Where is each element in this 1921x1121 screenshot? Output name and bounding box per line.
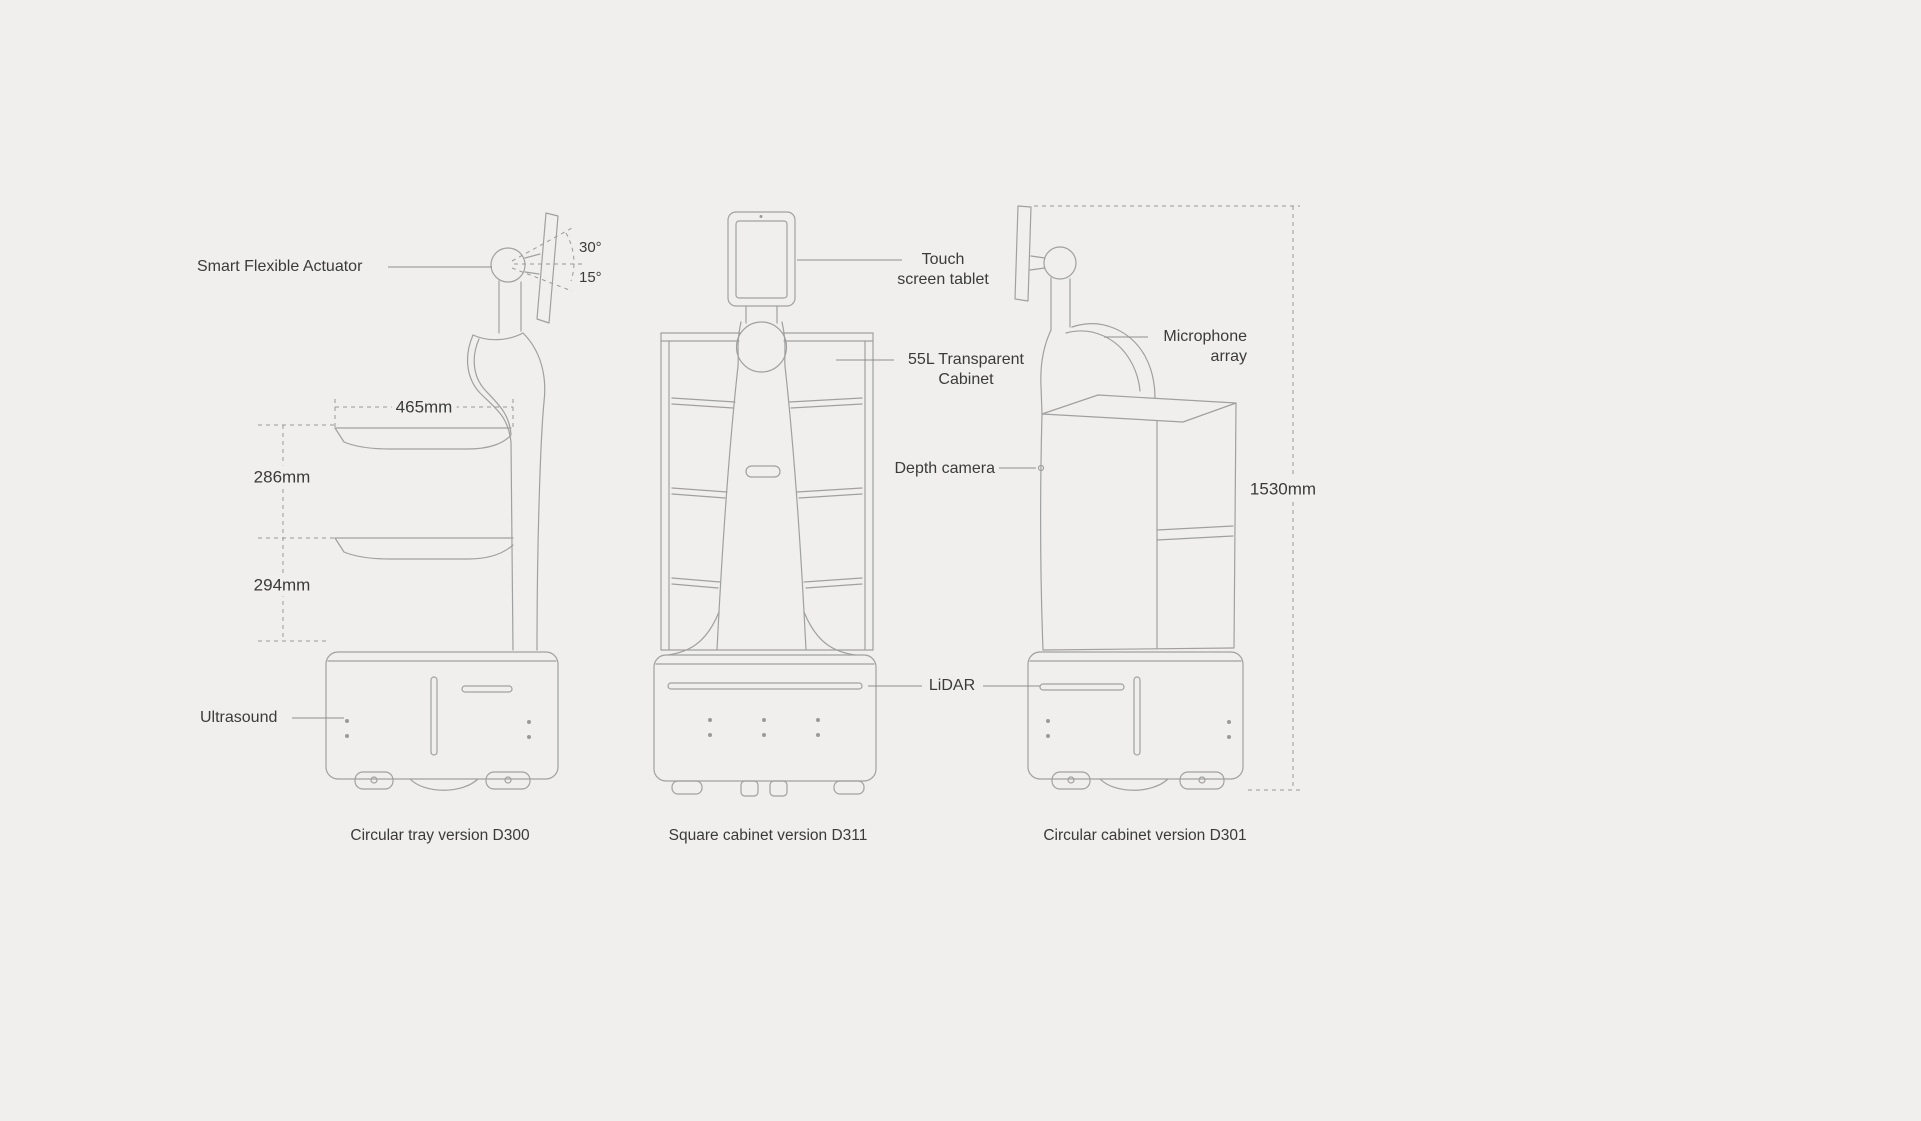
label-angle-30: 30° <box>579 239 602 256</box>
label-lidar: LiDAR <box>928 677 976 694</box>
label-transparent-cabinet: 55L Transparent Cabinet <box>908 351 1024 388</box>
d300-base <box>325 651 559 780</box>
d311-tablet <box>727 211 796 307</box>
d311-lidar-slot <box>667 682 863 690</box>
d311-base <box>653 654 877 782</box>
label-smart-flexible-actuator: Smart Flexible Actuator <box>197 258 363 275</box>
robot-d301-drawing <box>1014 205 1244 791</box>
label-angle-15: 15° <box>579 269 602 286</box>
d311-cabinet <box>660 332 874 342</box>
d300-ultrasound-sensors <box>345 719 349 723</box>
dimension-tray-width: 465mm <box>391 395 457 419</box>
dimension-upper-gap: 286mm <box>249 465 315 489</box>
dimension-lines <box>258 205 1300 791</box>
robot-d300-drawing <box>325 212 559 791</box>
d301-base <box>1027 651 1244 780</box>
label-ultrasound: Ultrasound <box>200 709 278 726</box>
robot-d311-drawing <box>653 211 877 797</box>
d301-lidar-slot <box>1039 683 1125 691</box>
d301-microphone-array <box>1071 323 1156 399</box>
d300-tablet <box>536 212 559 324</box>
leader-lines <box>292 259 1148 719</box>
caption-d311: Square cabinet version D311 <box>668 827 868 844</box>
label-touch-screen-tablet: Touch screen tablet <box>897 251 989 288</box>
dimension-lower-gap: 294mm <box>249 573 315 597</box>
caption-d301: Circular cabinet version D301 <box>1043 827 1247 844</box>
d301-tablet <box>1014 205 1032 302</box>
dimension-overall-height: 1530mm <box>1245 477 1321 501</box>
d301-cabinet-top <box>1041 394 1237 423</box>
label-depth-camera: Depth camera <box>894 460 996 477</box>
label-microphone-array: Microphone array <box>1163 328 1247 365</box>
d300-actuator <box>490 247 526 283</box>
caption-d300: Circular tray version D300 <box>350 827 530 844</box>
d301-depth-camera <box>1037 464 1045 472</box>
